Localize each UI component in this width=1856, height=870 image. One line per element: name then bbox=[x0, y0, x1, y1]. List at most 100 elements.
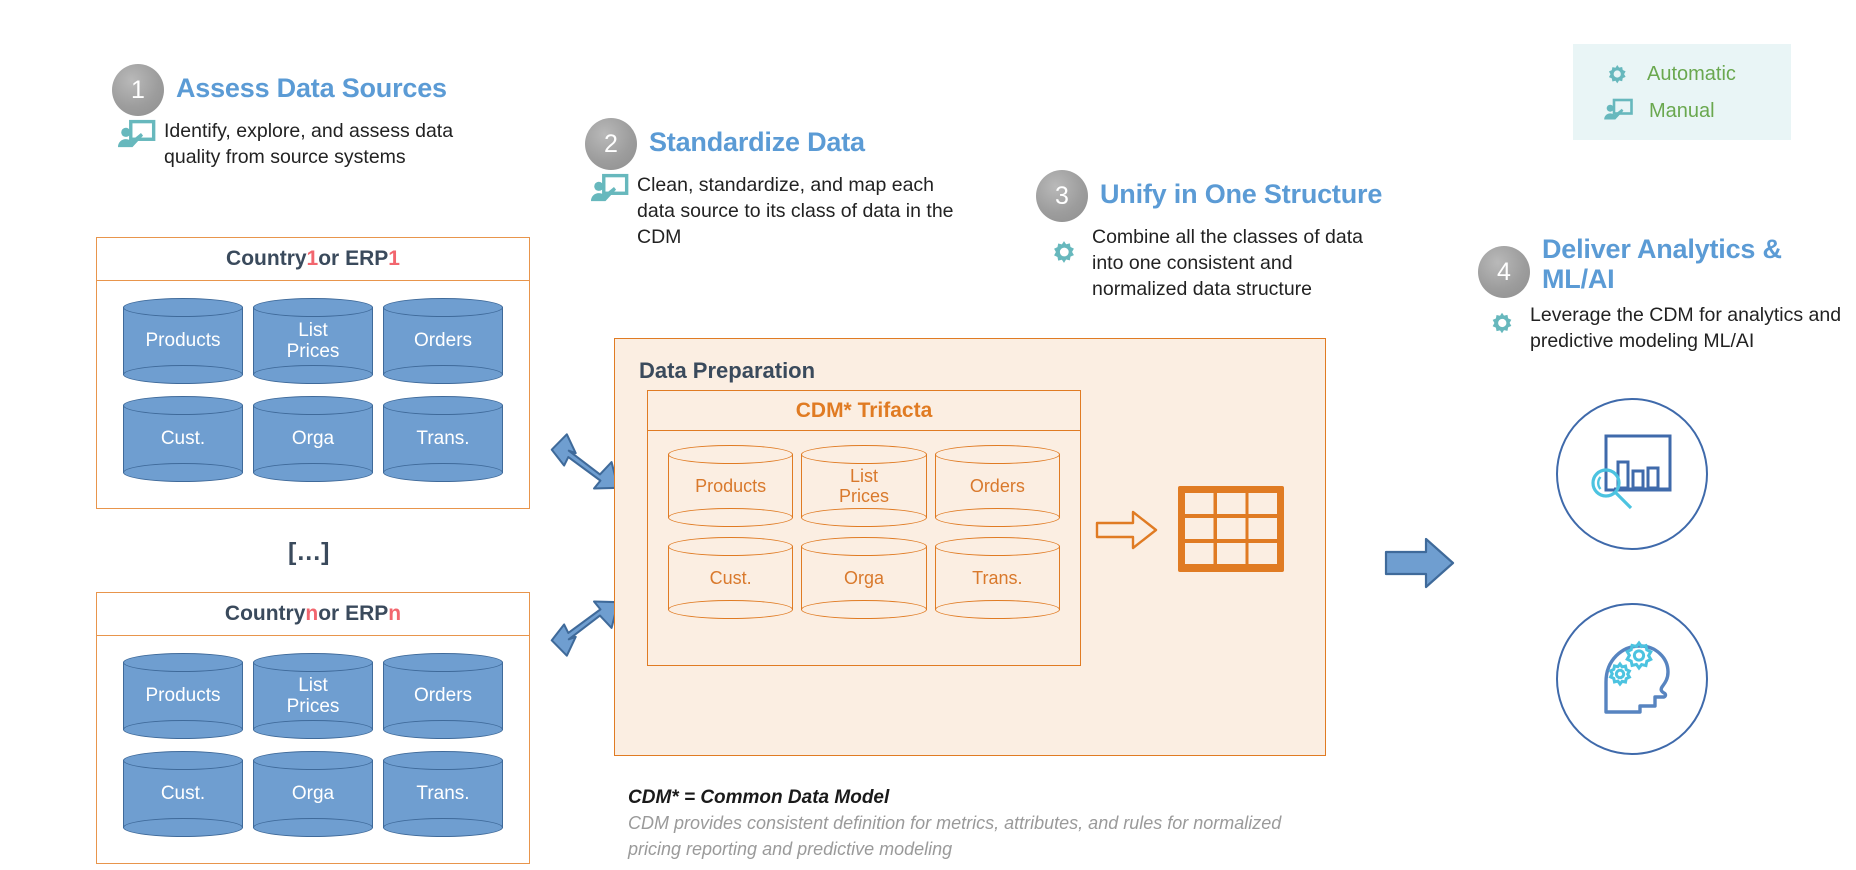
output-circle-ml-ai bbox=[1556, 603, 1708, 755]
cdm-trifacta-box: CDM* Trifacta Products List Prices Order… bbox=[647, 390, 1081, 666]
cylinder-list-prices: List Prices bbox=[253, 298, 373, 384]
gear-icon bbox=[1603, 60, 1631, 88]
step-2-title: Standardize Data bbox=[649, 127, 865, 157]
source-box-country-1: Country 1 or ERP 1 Products List Prices … bbox=[96, 237, 530, 509]
step-4-description: Leverage the CDM for analytics and predi… bbox=[1530, 304, 1842, 352]
step-1-description: Identify, explore, and assess data quali… bbox=[164, 120, 454, 168]
cylinder-orders: Orders bbox=[383, 653, 503, 739]
cylinder-label: Orders bbox=[969, 475, 1025, 496]
cylinder-cust: Cust. bbox=[123, 396, 243, 482]
source-n-title-prefix: Country bbox=[224, 602, 306, 625]
source-n-cylinder-grid: Products List Prices Orders Cust. Orga T… bbox=[97, 636, 529, 857]
arrow-prep-to-outputs bbox=[1384, 535, 1456, 591]
legend-item-manual: Manual bbox=[1603, 98, 1791, 124]
legend-label-manual: Manual bbox=[1649, 99, 1715, 122]
cylinder-cust: Cust. bbox=[668, 537, 794, 619]
cylinder-label: List Prices bbox=[286, 674, 340, 717]
cylinder-label: Trans. bbox=[416, 783, 470, 805]
source-1-cylinder-grid: Products List Prices Orders Cust. Orga T… bbox=[97, 281, 529, 502]
source-n-title-index2: n bbox=[388, 602, 402, 625]
step-1-header: 1 Assess Data Sources bbox=[112, 64, 472, 116]
cylinder-products: Products bbox=[123, 653, 243, 739]
step-4-title: Deliver Analytics & ML/AI bbox=[1542, 234, 1782, 295]
source-box-country-1-title: Country 1 or ERP 1 bbox=[97, 238, 529, 281]
arrow-source1-to-prep bbox=[548, 428, 620, 500]
footnote-title: CDM* = Common Data Model bbox=[628, 787, 890, 808]
cylinder-label: Cust. bbox=[160, 428, 206, 450]
cylinder-trans: Trans. bbox=[383, 751, 503, 837]
presenter-board-icon bbox=[114, 119, 158, 159]
cylinder-label: List Prices bbox=[838, 465, 889, 506]
presenter-board-icon bbox=[587, 173, 631, 213]
cylinder-label: Trans. bbox=[416, 428, 470, 450]
step-1-number: 1 bbox=[112, 64, 164, 116]
legend-panel: Automatic Manual bbox=[1573, 44, 1791, 140]
cylinder-products: Products bbox=[123, 298, 243, 384]
source-n-title-mid: or ERP bbox=[318, 602, 389, 625]
step-3-header: 3 Unify in One Structure bbox=[1036, 170, 1386, 222]
cylinder-orga: Orga bbox=[253, 396, 373, 482]
source-box-country-n-title: Country n or ERP n bbox=[97, 593, 529, 636]
cylinder-label: Cust. bbox=[709, 567, 752, 588]
step-3: 3 Unify in One Structure Combine all the… bbox=[1036, 170, 1386, 303]
cylinder-label: List Prices bbox=[286, 319, 340, 362]
cylinder-label: Trans. bbox=[972, 567, 1023, 588]
step-3-description: Combine all the classes of data into one… bbox=[1092, 226, 1363, 300]
step-4-header: 4 Deliver Analytics & ML/AI bbox=[1478, 232, 1856, 298]
footnote: CDM* = Common Data Model CDM provides co… bbox=[628, 787, 1288, 862]
cdm-trifacta-title: CDM* Trifacta bbox=[648, 391, 1080, 431]
source-1-title-index2: 1 bbox=[388, 247, 400, 270]
gear-icon bbox=[1480, 303, 1524, 343]
cdm-cylinder-grid: Products List Prices Orders Cust. Orga T… bbox=[648, 431, 1080, 635]
step-1-title: Assess Data Sources bbox=[176, 73, 447, 103]
cylinder-trans: Trans. bbox=[934, 537, 1060, 619]
step-2: 2 Standardize Data Clean, standardize, a… bbox=[585, 118, 957, 251]
step-1: 1 Assess Data Sources Identify, explore,… bbox=[112, 64, 472, 171]
cylinder-orders: Orders bbox=[383, 298, 503, 384]
cylinder-label: Products bbox=[145, 685, 221, 707]
gear-icon bbox=[1042, 225, 1086, 265]
cylinder-label: Orga bbox=[291, 428, 335, 450]
step-2-header: 2 Standardize Data bbox=[585, 118, 957, 170]
analytics-chart-magnifier-icon bbox=[1584, 428, 1680, 520]
data-preparation-panel: Data Preparation CDM* Trifacta Products … bbox=[614, 338, 1326, 756]
cylinder-list-prices: List Prices bbox=[801, 445, 927, 527]
step-4-number: 4 bbox=[1478, 246, 1530, 298]
cylinder-label: Products bbox=[695, 475, 767, 496]
cylinder-label: Orga bbox=[843, 567, 884, 588]
step-2-number: 2 bbox=[585, 118, 637, 170]
footnote-text: CDM provides consistent definition for m… bbox=[628, 813, 1282, 859]
cylinder-label: Orders bbox=[413, 685, 473, 707]
arrow-sourcen-to-prep bbox=[548, 590, 620, 662]
source-n-title-index: n bbox=[305, 602, 319, 625]
cylinder-label: Products bbox=[145, 330, 221, 352]
step-3-number: 3 bbox=[1036, 170, 1088, 222]
step-4-body: Leverage the CDM for analytics and predi… bbox=[1480, 303, 1856, 355]
source-1-title-prefix: Country bbox=[226, 247, 307, 270]
presenter-board-icon bbox=[1603, 98, 1633, 124]
cylinder-cust: Cust. bbox=[123, 751, 243, 837]
cylinder-orga: Orga bbox=[801, 537, 927, 619]
arrow-right-outline-icon bbox=[1095, 508, 1159, 552]
step-4: 4 Deliver Analytics & ML/AI Leverage the… bbox=[1478, 232, 1856, 355]
cylinder-label: Cust. bbox=[160, 783, 206, 805]
data-preparation-title: Data Preparation bbox=[639, 358, 816, 383]
cylinder-orders: Orders bbox=[934, 445, 1060, 527]
step-1-body: Identify, explore, and assess data quali… bbox=[114, 119, 472, 171]
source-box-country-n: Country n or ERP n Products List Prices … bbox=[96, 592, 530, 864]
step-2-body: Clean, standardize, and map each data so… bbox=[587, 173, 957, 251]
step-3-title: Unify in One Structure bbox=[1100, 179, 1383, 209]
cylinder-list-prices: List Prices bbox=[253, 653, 373, 739]
cylinder-products: Products bbox=[668, 445, 794, 527]
cylinder-orga: Orga bbox=[253, 751, 373, 837]
cylinder-trans: Trans. bbox=[383, 396, 503, 482]
legend-label-automatic: Automatic bbox=[1647, 62, 1736, 85]
source-1-title-mid: or ERP bbox=[318, 247, 389, 270]
table-grid-icon bbox=[1177, 485, 1285, 573]
step-3-body: Combine all the classes of data into one… bbox=[1042, 225, 1386, 303]
cylinder-label: Orga bbox=[291, 783, 335, 805]
cylinder-label: Orders bbox=[413, 330, 473, 352]
head-gears-ml-ai-icon bbox=[1584, 634, 1680, 724]
ellipsis-separator: [...] bbox=[288, 538, 331, 566]
